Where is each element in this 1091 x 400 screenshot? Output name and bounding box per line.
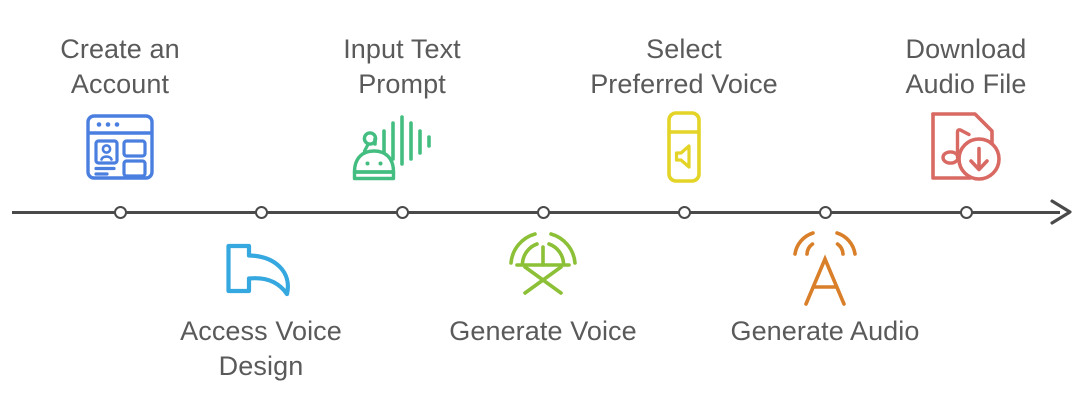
step-label-input-text-prompt: Input Text Prompt bbox=[343, 34, 461, 99]
timeline-step-create-an-account: Create an Account bbox=[5, 32, 235, 186]
timeline-marker-3 bbox=[395, 206, 409, 219]
timeline-marker-4 bbox=[536, 206, 550, 219]
timeline-step-generate-voice: Generate Voice bbox=[428, 228, 658, 349]
browser-profile-card-icon bbox=[5, 108, 235, 186]
broadcast-tower-icon bbox=[428, 228, 658, 310]
step-label-generate-audio: Generate Audio bbox=[730, 316, 920, 346]
step-label-select-preferred-voice: Select Preferred Voice bbox=[590, 34, 778, 99]
letter-a-sound-waves-icon bbox=[710, 228, 940, 310]
curved-share-arrow-icon bbox=[146, 228, 376, 310]
timeline-step-select-preferred-voice: Select Preferred Voice bbox=[569, 32, 799, 186]
timeline-marker-1 bbox=[113, 206, 127, 219]
timeline-marker-6 bbox=[818, 206, 832, 219]
timeline-arrow-head-icon bbox=[1050, 199, 1072, 225]
speaker-device-icon bbox=[569, 108, 799, 186]
timeline-axis-line bbox=[12, 211, 1060, 214]
timeline-marker-2 bbox=[254, 206, 268, 219]
step-label-create-an-account: Create an Account bbox=[60, 34, 180, 99]
timeline-step-input-text-prompt: Input Text Prompt bbox=[287, 32, 517, 186]
step-label-generate-voice: Generate Voice bbox=[449, 316, 637, 346]
step-label-download-audio-file: Download Audio File bbox=[905, 34, 1027, 99]
timeline-marker-5 bbox=[677, 206, 691, 219]
step-label-access-voice-design: Access Voice Design bbox=[180, 316, 342, 381]
robot-voice-waveform-icon bbox=[287, 108, 517, 186]
audio-file-download-icon bbox=[851, 108, 1081, 186]
timeline-step-access-voice-design: Access Voice Design bbox=[146, 228, 376, 384]
timeline-marker-7 bbox=[959, 206, 973, 219]
timeline-step-download-audio-file: Download Audio File bbox=[851, 32, 1081, 186]
timeline-step-generate-audio: Generate Audio bbox=[710, 228, 940, 349]
